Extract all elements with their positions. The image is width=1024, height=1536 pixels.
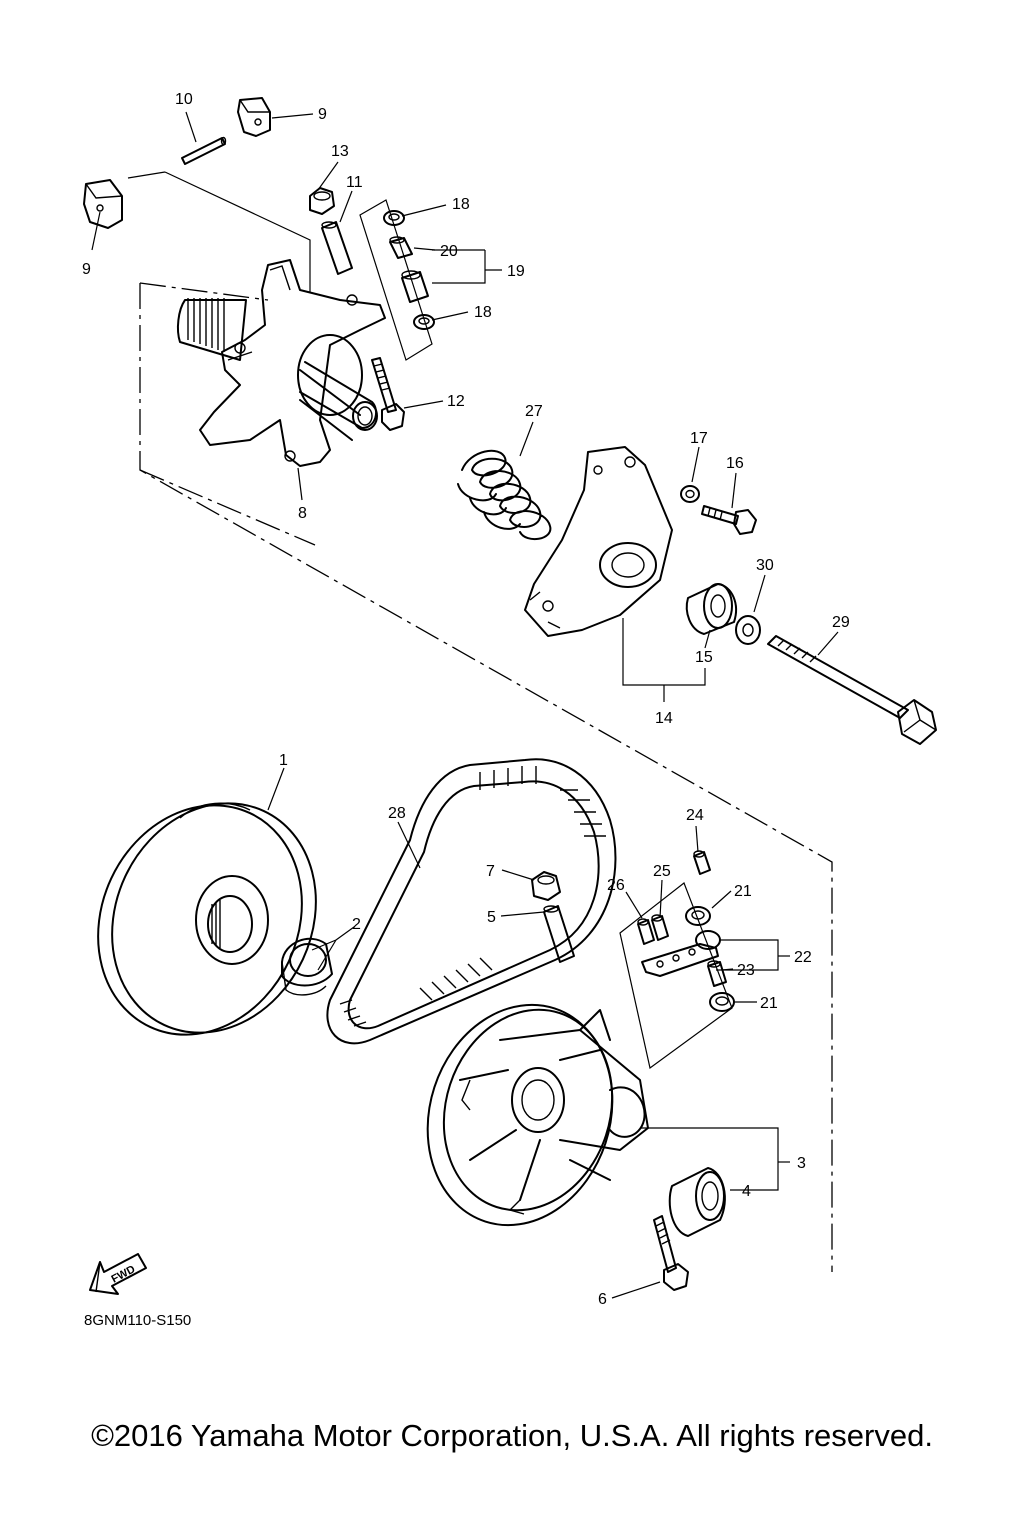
screw-part-25 xyxy=(651,914,669,941)
spring-part-27 xyxy=(457,449,552,541)
callout-4: 4 xyxy=(742,1183,751,1200)
callout-21: 21 xyxy=(760,995,778,1012)
callout-9: 9 xyxy=(318,106,327,123)
washer-part-21-lower xyxy=(709,992,735,1012)
callout-18: 18 xyxy=(474,304,492,321)
callout-27: 27 xyxy=(525,403,543,420)
callout-17: 17 xyxy=(690,430,708,447)
callout-25: 25 xyxy=(653,863,671,880)
washer-part-17 xyxy=(680,485,700,503)
callout-labels: 10 9 9 13 11 18 20 19 18 12 8 27 17 16 3… xyxy=(82,91,850,1308)
forward-arrow-icon: FWD xyxy=(89,1253,147,1295)
callout-29: 29 xyxy=(832,614,850,631)
callout-16: 16 xyxy=(726,455,744,472)
bolt-part-6 xyxy=(653,1215,689,1291)
callout-19: 19 xyxy=(507,263,525,280)
bushing-part-23 xyxy=(707,960,727,987)
callout-1: 1 xyxy=(279,752,288,769)
cover-part-14 xyxy=(524,446,673,637)
nut-part-7 xyxy=(531,871,561,901)
bushing-part-4 xyxy=(668,1167,726,1237)
callout-20: 20 xyxy=(440,243,458,260)
callout-21: 21 xyxy=(734,883,752,900)
bushing-part-15 xyxy=(685,583,737,635)
movable-sheave-part-3 xyxy=(426,1003,649,1227)
callout-13: 13 xyxy=(331,143,349,160)
spider-shaft-part-8 xyxy=(176,259,386,467)
roller-part-19 xyxy=(401,270,429,303)
callout-15: 15 xyxy=(695,649,713,666)
callout-22: 22 xyxy=(794,949,812,966)
roller-clip-part-9-lower xyxy=(83,179,123,229)
slider-part-2 xyxy=(281,937,333,996)
callout-26: 26 xyxy=(607,877,625,894)
callout-7: 7 xyxy=(486,863,495,880)
bolt-part-16 xyxy=(701,505,757,535)
callout-6: 6 xyxy=(598,1291,607,1308)
washer-part-18-lower xyxy=(413,314,435,330)
washer-part-18-upper xyxy=(383,210,405,226)
callout-30: 30 xyxy=(756,557,774,574)
pin-part-10 xyxy=(181,136,227,165)
callout-10: 10 xyxy=(175,91,193,108)
callout-3: 3 xyxy=(797,1155,806,1172)
collar-part-11 xyxy=(321,221,353,275)
bolt-part-12 xyxy=(371,357,405,431)
collar-part-5 xyxy=(543,905,575,963)
bushing-part-20 xyxy=(389,236,413,259)
callout-11: 11 xyxy=(346,174,363,191)
callout-28: 28 xyxy=(388,805,406,822)
roller-clip-part-9-upper xyxy=(237,97,271,137)
callout-8: 8 xyxy=(298,505,307,522)
callout-24: 24 xyxy=(686,807,704,824)
callout-23: 23 xyxy=(737,962,755,979)
callout-12: 12 xyxy=(447,393,465,410)
copyright-notice: ©2016 Yamaha Motor Corporation, U.S.A. A… xyxy=(91,1418,933,1453)
group-brackets xyxy=(127,171,790,1191)
leader-lines xyxy=(91,111,839,1299)
washer-part-30 xyxy=(735,615,761,645)
callout-14: 14 xyxy=(655,710,673,727)
assembly-boundary-lines xyxy=(139,282,833,1272)
washer-part-21-upper xyxy=(685,906,711,926)
callout-5: 5 xyxy=(487,909,496,926)
fixed-sheave-part-1 xyxy=(97,802,317,1036)
nut-part-13 xyxy=(309,187,335,215)
callout-18: 18 xyxy=(452,196,470,213)
bolt-part-29 xyxy=(767,635,937,745)
weight-arm-part-22 xyxy=(641,930,721,977)
callout-2: 2 xyxy=(352,916,361,933)
screw-part-26 xyxy=(637,918,655,945)
drive-belt-part-28 xyxy=(326,758,617,1045)
screw-part-24 xyxy=(693,850,711,875)
callout-9: 9 xyxy=(82,261,91,278)
diagram-code: 8GNM110-S150 xyxy=(84,1312,191,1329)
